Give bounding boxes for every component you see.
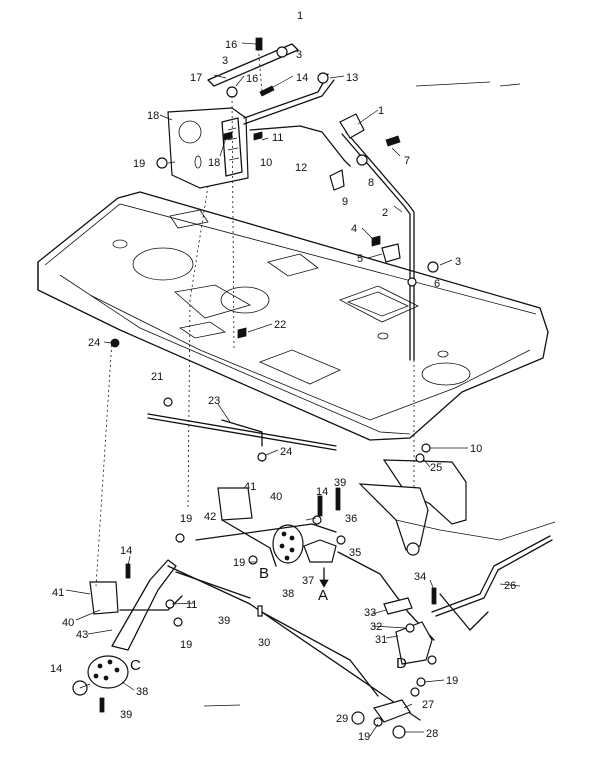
part-label-27: 27 xyxy=(422,699,434,711)
part-label-14: 14 xyxy=(316,486,328,498)
view-marker-a: A xyxy=(318,587,328,604)
part-label-41: 41 xyxy=(52,587,64,599)
part-label-36: 36 xyxy=(345,513,357,525)
part-label-34: 34 xyxy=(414,571,426,583)
stray-marks xyxy=(203,81,521,707)
view-marker-c: C xyxy=(130,657,141,674)
part-label-24: 24 xyxy=(88,337,100,349)
part-label-5: 5 xyxy=(357,253,363,265)
part-label-2: 2 xyxy=(382,207,388,219)
part-label-39: 39 xyxy=(334,477,346,489)
part-label-42: 42 xyxy=(204,511,216,523)
part-label-14: 14 xyxy=(50,663,62,675)
part-label-12: 12 xyxy=(295,162,307,174)
control-plate-assembly xyxy=(110,37,439,361)
view-marker-b: B xyxy=(259,565,269,582)
part-label-24: 24 xyxy=(280,446,292,458)
lower-linkage xyxy=(72,299,556,739)
part-label-38: 38 xyxy=(282,588,294,600)
part-label-1: 1 xyxy=(378,105,384,117)
part-label-21: 21 xyxy=(151,371,163,383)
part-label-11: 11 xyxy=(272,132,283,144)
part-label-30: 30 xyxy=(258,637,270,649)
part-label-29: 29 xyxy=(336,713,348,725)
part-label-6: 6 xyxy=(434,278,440,290)
part-label-33: 33 xyxy=(364,607,376,619)
part-label-16: 16 xyxy=(246,73,258,85)
part-label-3: 3 xyxy=(222,55,228,67)
part-label-32: 32 xyxy=(370,621,382,633)
part-label-39: 39 xyxy=(120,709,132,721)
part-label-25: 25 xyxy=(430,462,442,474)
part-label-3: 3 xyxy=(455,256,461,268)
part-label-8: 8 xyxy=(368,177,374,189)
part-label-19: 19 xyxy=(446,675,458,687)
view-marker-d: D xyxy=(396,655,407,672)
top-mark: 1 xyxy=(297,10,303,22)
part-label-4: 4 xyxy=(351,223,357,235)
part-label-9: 9 xyxy=(342,196,348,208)
part-label-23: 23 xyxy=(208,395,220,407)
part-label-11: 11 xyxy=(186,599,197,611)
frame-deck xyxy=(37,191,549,441)
part-label-19: 19 xyxy=(358,731,370,743)
part-label-18: 18 xyxy=(147,110,159,122)
part-label-39: 39 xyxy=(218,615,230,627)
part-label-14: 14 xyxy=(120,545,132,557)
part-label-43: 43 xyxy=(76,629,88,641)
part-label-28: 28 xyxy=(426,728,438,740)
part-label-17: 17 xyxy=(190,72,202,84)
part-labels: 1 16 3 17 3 16 14 13 18 18 11 10 19 12 1… xyxy=(50,10,516,743)
part-label-14: 14 xyxy=(296,72,308,84)
part-label-18: 18 xyxy=(208,157,220,169)
part-label-22: 22 xyxy=(274,319,286,331)
part-label-10: 10 xyxy=(260,157,272,169)
part-label-40: 40 xyxy=(62,617,74,629)
part-label-3: 3 xyxy=(296,49,302,61)
part-label-16: 16 xyxy=(225,39,237,51)
part-label-19: 19 xyxy=(180,513,192,525)
part-label-26: 26 xyxy=(504,580,516,592)
leader-lines xyxy=(65,42,521,737)
part-label-19: 19 xyxy=(133,158,145,170)
part-label-13: 13 xyxy=(346,72,358,84)
part-label-19: 19 xyxy=(233,557,245,569)
part-label-40: 40 xyxy=(270,491,282,503)
part-label-19: 19 xyxy=(180,639,192,651)
part-label-41: 41 xyxy=(244,481,256,493)
part-label-35: 35 xyxy=(349,547,361,559)
part-label-38: 38 xyxy=(136,686,148,698)
view-marker-arrow xyxy=(319,567,329,588)
part-label-31: 31 xyxy=(375,634,387,646)
part-label-37: 37 xyxy=(302,575,314,587)
part-label-10: 10 xyxy=(470,443,482,455)
part-label-7: 7 xyxy=(404,155,410,167)
